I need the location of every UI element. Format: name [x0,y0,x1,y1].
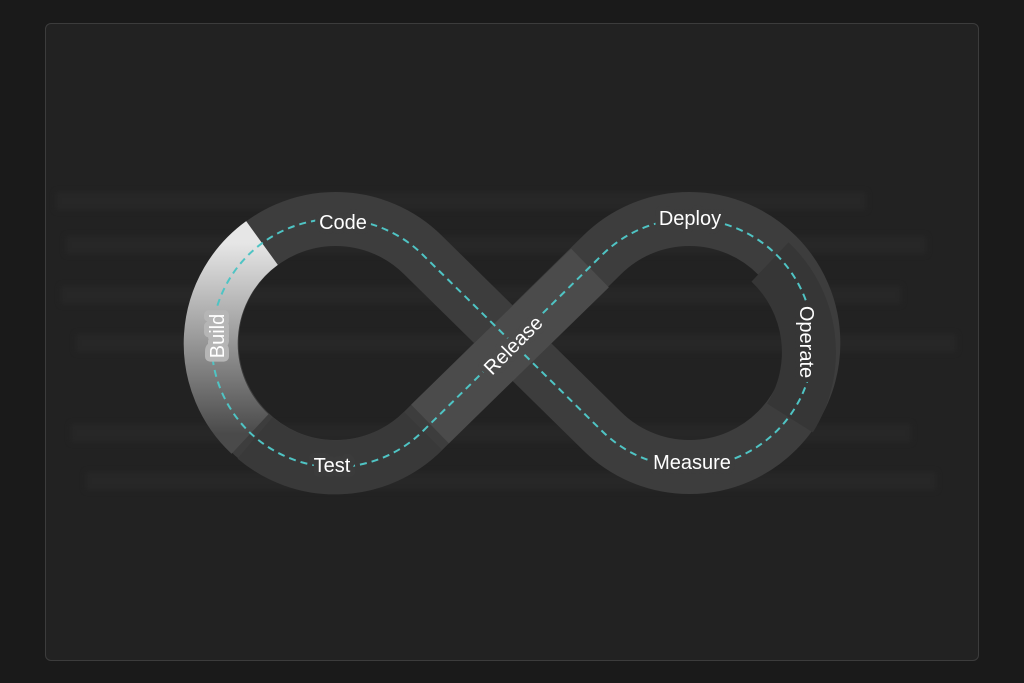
stage-build: Build [207,314,229,358]
stage-test: Test [314,455,351,477]
stage-measure: Measure [653,452,731,474]
operate-segment [750,242,836,433]
dashed-flow-line [210,218,815,468]
stage-operate: Operate [795,306,817,378]
stage-deploy: Deploy [659,208,721,230]
stage-code: Code [319,212,367,234]
